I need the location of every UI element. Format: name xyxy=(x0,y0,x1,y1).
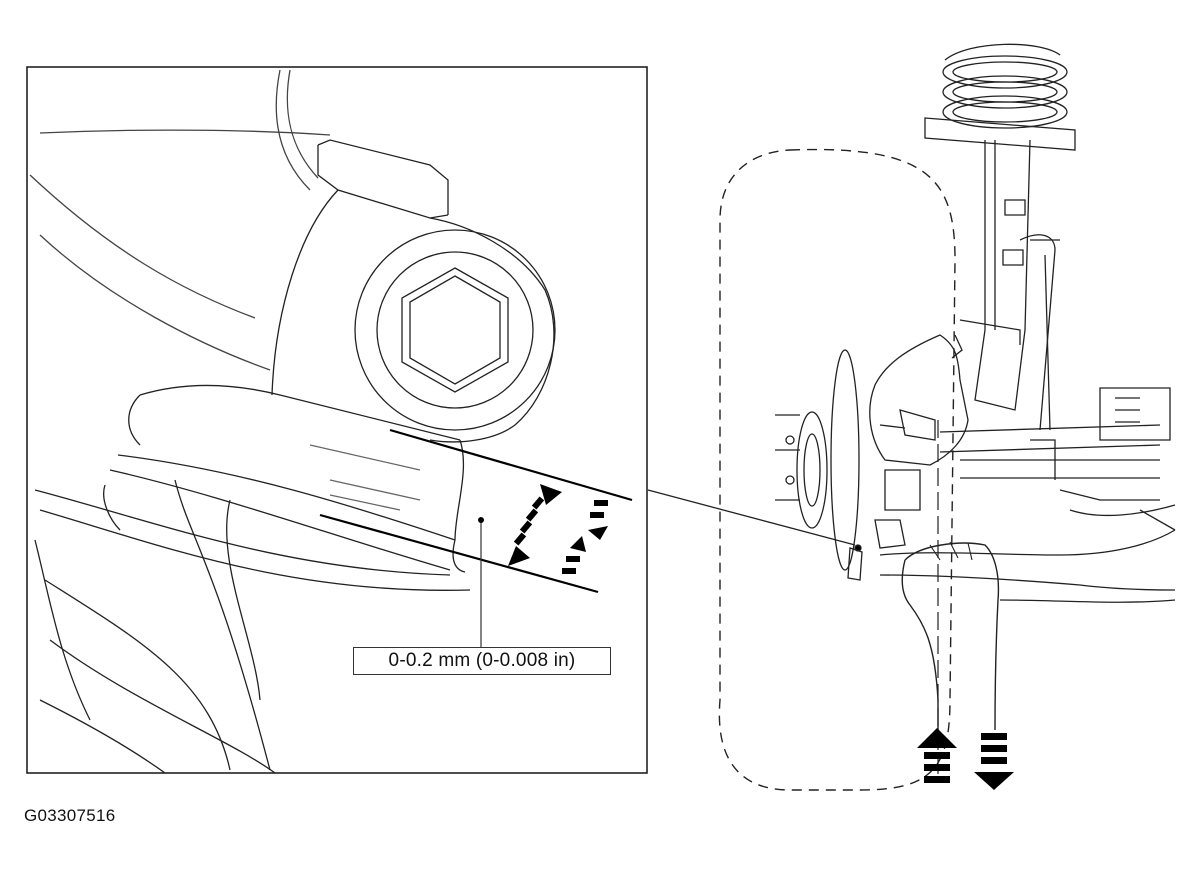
figure-id-label: G03307516 xyxy=(24,806,116,825)
up-down-arrow-icon xyxy=(917,728,1014,790)
wheel-outline xyxy=(718,148,956,791)
detail-inset-frame xyxy=(26,66,648,774)
detail-inset xyxy=(26,66,648,774)
callout-leader-line xyxy=(647,489,856,546)
double-headed-arrow-icon xyxy=(562,500,608,574)
measurement-point-dot xyxy=(478,517,484,523)
suspension-assembly xyxy=(718,43,1176,791)
clearance-callout-label: 0-0.2 mm (0-0.008 in) xyxy=(353,647,611,675)
hand-outline xyxy=(901,542,1000,731)
coil-spring xyxy=(924,43,1076,151)
double-headed-arrow-icon xyxy=(508,484,562,566)
